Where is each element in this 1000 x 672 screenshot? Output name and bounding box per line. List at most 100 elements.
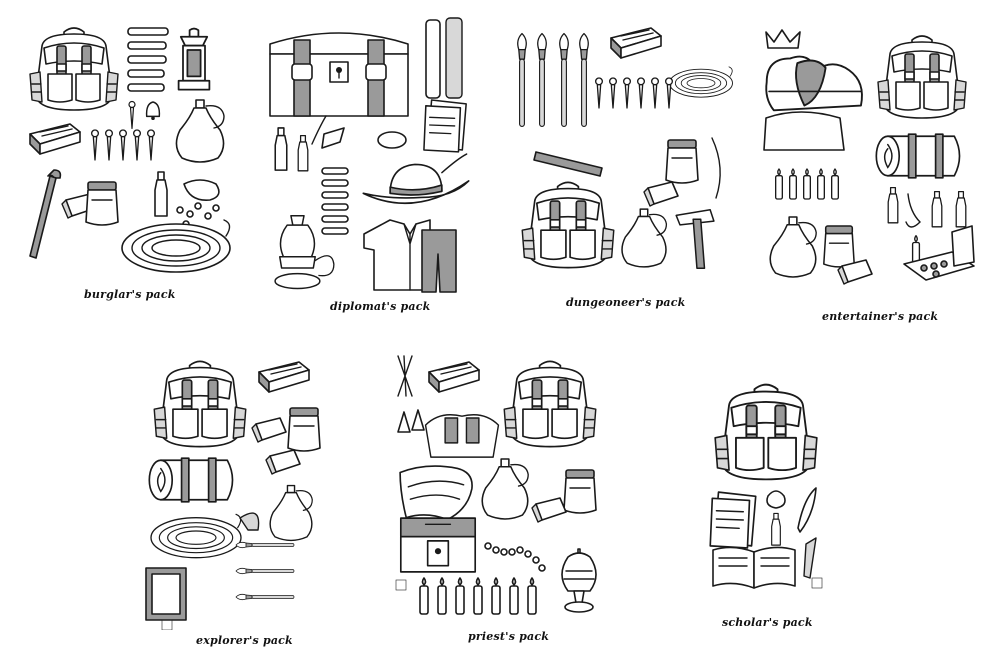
piton-icon — [128, 100, 136, 130]
lantern-icon — [177, 27, 211, 91]
sealing-wax-icon — [321, 127, 345, 149]
scissors-icon — [905, 193, 921, 228]
blanket-icon — [399, 465, 473, 521]
torch-icon — [516, 32, 528, 128]
backpack-icon — [153, 360, 247, 448]
caption-entertainers-pack: entertainer's pack — [822, 310, 939, 323]
quill-icon — [797, 487, 817, 533]
burglars-pack — [20, 20, 240, 280]
ink-bottle-icon — [297, 134, 309, 172]
scholars-pack — [702, 378, 832, 598]
oil-flask-icon — [154, 171, 168, 217]
alms-box-icon — [399, 517, 477, 573]
waterskin-icon — [621, 208, 668, 268]
candle-icon — [321, 167, 349, 235]
piton-icon — [146, 129, 156, 161]
piton-icon — [118, 129, 128, 161]
hammer-icon — [675, 209, 715, 269]
map-case-icon — [425, 17, 463, 99]
explorers-pack — [144, 354, 354, 630]
artist-stamp — [395, 579, 407, 591]
bottle-icon — [887, 186, 899, 224]
lamp-icon — [274, 214, 335, 290]
piton-icon — [104, 129, 114, 161]
knife-icon — [803, 537, 817, 579]
hat-icon — [362, 153, 470, 205]
ration-icon — [643, 181, 679, 207]
vestment-icon — [424, 414, 500, 458]
artist-stamp — [811, 577, 823, 589]
torch-icon — [558, 32, 570, 128]
incense-block-icon — [397, 409, 425, 433]
caption-priests-pack: priest's pack — [468, 630, 550, 643]
waterskin-icon — [175, 99, 225, 163]
jar-icon — [665, 139, 699, 184]
caption-dungeoneers-pack: dungeoneer's pack — [566, 296, 686, 309]
perfume-icon — [274, 127, 288, 172]
chest-icon — [269, 32, 409, 117]
rope-icon — [150, 513, 242, 559]
ink-bottle-icon — [770, 512, 782, 546]
bottle-icon — [931, 190, 943, 228]
priests-pack — [392, 354, 618, 630]
shirt-icon — [763, 111, 845, 151]
waterskin-icon — [269, 484, 314, 542]
ration-icon — [251, 417, 287, 443]
jar-icon — [287, 407, 321, 452]
torch-icon — [235, 541, 295, 601]
censer-icon — [561, 548, 597, 613]
entertainers-pack — [760, 26, 986, 298]
ration-icon — [265, 449, 301, 475]
crowbar-icon — [533, 151, 603, 177]
backpack-icon — [714, 383, 818, 481]
mess-kit-icon — [239, 512, 260, 531]
caption-burglars-pack: burglar's pack — [84, 288, 176, 301]
bedroll-icon — [148, 457, 234, 503]
piton-icon — [90, 129, 100, 161]
book-icon — [712, 546, 796, 589]
caption-explorers-pack: explorer's pack — [196, 634, 293, 647]
backpack-icon — [503, 360, 597, 448]
caption-scholars-pack: scholar's pack — [722, 616, 813, 629]
costume-icon — [765, 55, 863, 112]
piton-set-icon — [594, 77, 674, 109]
jar-icon — [823, 225, 855, 268]
incense-sticks-icon — [397, 355, 413, 397]
waterskin-icon — [769, 216, 818, 278]
fine-clothes-icon — [363, 219, 457, 293]
waterskin-icon — [481, 458, 530, 520]
torch-icon — [578, 32, 590, 128]
tinderbox-icon — [258, 361, 310, 393]
pouch-icon — [766, 490, 786, 509]
ration-icon — [531, 497, 567, 523]
makeup-kit-icon — [903, 225, 975, 281]
bottle-icon — [955, 190, 967, 228]
dungeoneers-pack — [512, 18, 742, 288]
backpack-icon — [877, 35, 967, 119]
backpack-icon — [521, 181, 615, 269]
bell-icon — [145, 101, 161, 121]
crowbar-icon — [29, 169, 62, 259]
tinderbox-icon — [610, 27, 662, 59]
bedroll-icon — [875, 133, 961, 179]
backpack-icon — [29, 27, 119, 111]
rope-end-icon — [711, 137, 721, 199]
crown-icon — [765, 29, 801, 49]
parchment-icon — [709, 491, 757, 549]
rope-icon — [121, 219, 231, 273]
jar-icon — [85, 181, 119, 226]
diplomats-pack — [262, 16, 482, 296]
tinderbox-icon — [428, 361, 480, 393]
mess-tin-icon — [145, 567, 187, 621]
lamp-oil-icon — [377, 131, 407, 149]
paper-icon — [423, 99, 467, 153]
tinderbox-icon — [29, 123, 81, 155]
jar-icon — [563, 469, 597, 514]
candle-icon — [127, 27, 169, 92]
caption-diplomats-pack: diplomat's pack — [330, 300, 431, 313]
candle-icon — [419, 577, 537, 615]
piton-icon — [132, 129, 142, 161]
candle-icon — [774, 168, 840, 200]
rope-icon — [667, 65, 735, 99]
prayer-beads-icon — [484, 542, 546, 572]
